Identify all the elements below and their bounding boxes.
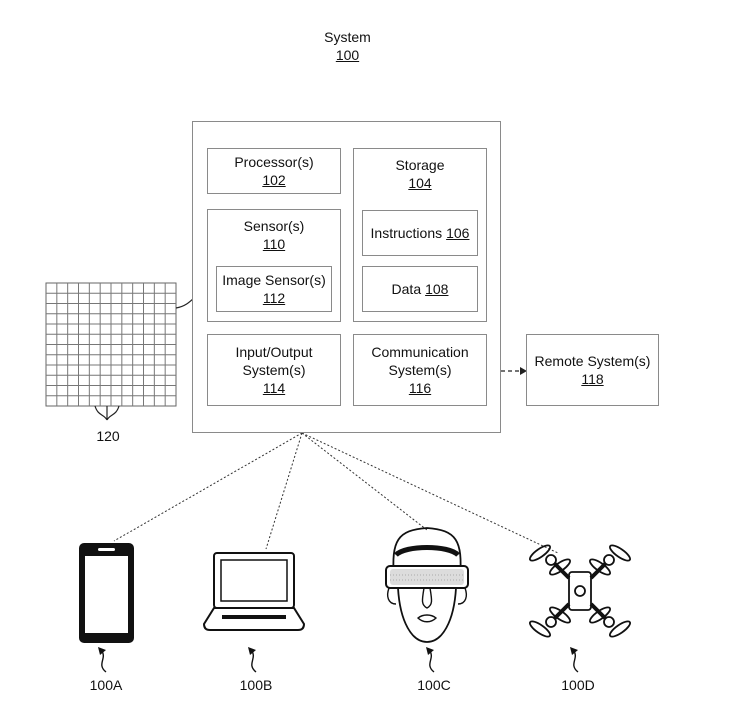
image-sensor-title: Image Sensor(s) — [222, 272, 326, 288]
device-links — [113, 432, 559, 554]
comm-ref: 116 — [408, 380, 432, 396]
storage-ref: 104 — [408, 175, 432, 191]
processor-ref: 102 — [262, 172, 286, 188]
system-title-text: System — [324, 29, 371, 45]
storage-label: Storage 104 — [354, 156, 486, 192]
data-ref: 108 — [425, 281, 449, 297]
data-box: Data 108 — [362, 266, 478, 312]
comm-title-line1: Communication — [371, 344, 469, 360]
instructions-box: Instructions 106 — [362, 210, 478, 256]
device-ref-headset: 100C — [417, 677, 451, 693]
data-title: Data — [391, 281, 422, 297]
device-ref-laptop: 100B — [239, 677, 273, 693]
comm-box: Communication System(s) 116 — [353, 334, 487, 406]
grid-ref: 120 — [96, 428, 120, 444]
device-ref-drone: 100D — [561, 677, 595, 693]
phone-icon — [79, 543, 134, 643]
drone-icon — [529, 544, 631, 638]
instructions-title: Instructions — [370, 225, 443, 241]
io-title-line2: System(s) — [242, 362, 306, 378]
sensor-title: Sensor(s) — [243, 218, 305, 234]
image-sensor-box: Image Sensor(s) 112 — [216, 266, 332, 312]
system-title: System 100 — [300, 28, 395, 64]
sensor-ref: 110 — [262, 236, 286, 252]
io-ref: 114 — [262, 380, 286, 396]
laptop-icon — [202, 552, 306, 631]
grid-brace-icon — [94, 405, 120, 421]
processor-title: Processor(s) — [234, 154, 314, 170]
image-sensor-ref: 112 — [262, 290, 286, 306]
io-title-line1: Input/Output — [235, 344, 313, 360]
remote-ref: 118 — [581, 371, 604, 387]
remote-box: Remote System(s) 118 — [526, 334, 659, 406]
instructions-ref: 106 — [446, 225, 470, 241]
pixel-grid-icon — [45, 282, 177, 407]
storage-title: Storage — [395, 157, 445, 173]
ref-arrows — [98, 647, 579, 673]
comm-title-line2: System(s) — [388, 362, 452, 378]
device-ref-phone: 100A — [89, 677, 123, 693]
remote-title: Remote System(s) — [534, 353, 651, 369]
sensor-label: Sensor(s) 110 — [208, 217, 340, 253]
system-ref: 100 — [335, 47, 360, 63]
headset-icon — [385, 527, 469, 643]
io-box: Input/Output System(s) 114 — [207, 334, 341, 406]
processor-box: Processor(s) 102 — [207, 148, 341, 194]
